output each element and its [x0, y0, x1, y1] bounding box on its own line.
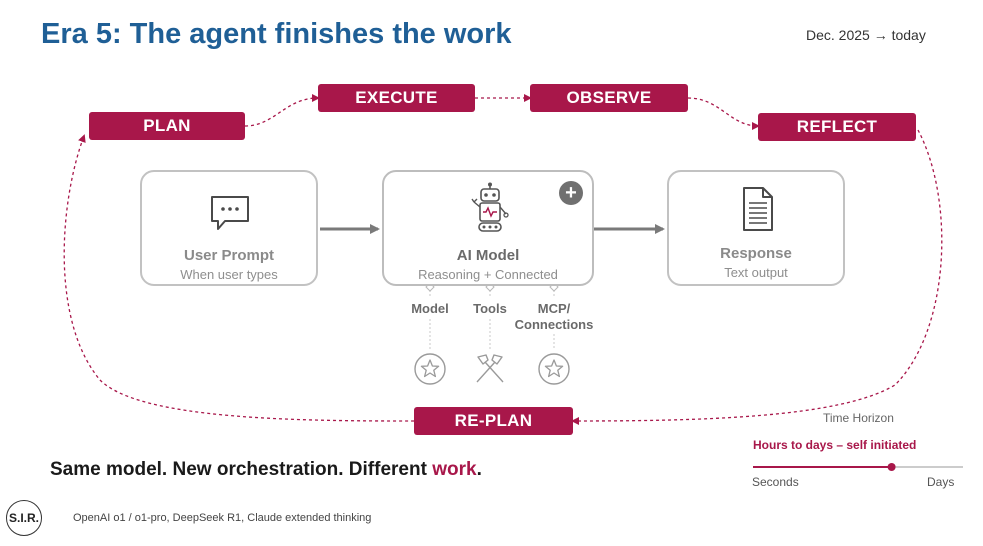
component-label-model: Model	[411, 301, 449, 316]
star-circle-icon	[414, 353, 446, 385]
ai-model-subtitle: Reasoning + Connected	[418, 267, 558, 282]
tagline: Same model. New orchestration. Different…	[50, 459, 482, 481]
ai-model-title: AI Model	[456, 247, 520, 264]
arrow-observe-to-reflect	[687, 97, 760, 130]
stage-reflect: REFLECT	[758, 113, 916, 141]
user-prompt-title: User Prompt	[183, 247, 275, 264]
robot-icon	[471, 182, 509, 232]
stage-plan: PLAN	[89, 112, 245, 140]
response-box: Response Text output	[667, 170, 845, 286]
time-horizon-min-label: Seconds	[752, 475, 799, 489]
tagline-prefix: Same model. New orchestration. Different	[50, 459, 433, 480]
star-circle-icon	[538, 353, 570, 385]
sir-logo: S.I.R.	[6, 500, 42, 536]
arrow-plan-to-execute	[244, 94, 320, 127]
time-horizon-marker	[887, 463, 896, 471]
response-title: Response	[720, 245, 792, 262]
user-prompt-box: User Prompt When user types	[140, 170, 318, 286]
chat-bubble-icon	[211, 196, 249, 230]
add-icon[interactable]: +	[559, 181, 583, 205]
stage-observe: OBSERVE	[530, 84, 688, 112]
arrow-reflect-to-replan	[571, 129, 943, 425]
component-label-mcp: MCP/ Connections	[514, 301, 594, 332]
time-horizon-max-label: Days	[927, 475, 955, 489]
arrow-replan-to-plan	[63, 134, 415, 422]
tagline-highlight: work	[432, 459, 477, 480]
footnote: OpenAI o1 / o1-pro, DeepSeek R1, Claude …	[73, 512, 372, 524]
date-range: Dec. 2025 → today	[806, 27, 926, 43]
user-prompt-subtitle: When user types	[180, 267, 278, 282]
component-label-tools: Tools	[473, 301, 507, 316]
ai-model-box: + AI Model Reasoning + Connected	[382, 170, 594, 286]
stage-replan: RE-PLAN	[414, 407, 573, 435]
time-horizon-label: Hours to days – self initiated	[753, 438, 917, 452]
time-horizon-title: Time Horizon	[823, 411, 894, 425]
page-title: Era 5: The agent finishes the work	[41, 18, 512, 50]
response-subtitle: Text output	[724, 265, 788, 280]
stage-execute: EXECUTE	[318, 84, 475, 112]
tagline-suffix: .	[476, 459, 482, 480]
document-icon	[743, 187, 773, 231]
hammers-icon	[476, 354, 504, 383]
